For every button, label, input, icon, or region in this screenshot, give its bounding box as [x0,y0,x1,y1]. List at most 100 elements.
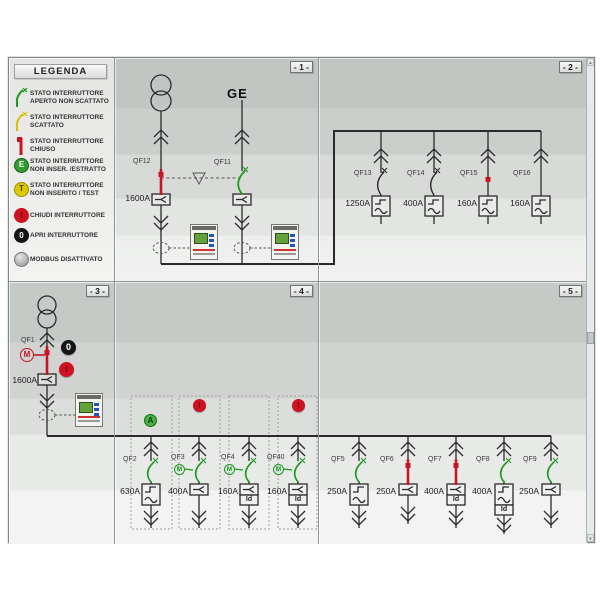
breaker-rating: 400A [403,198,423,208]
panel3-oneline-diagram [34,295,114,437]
legend-text: APRI INTERRUTTORE [30,231,99,239]
power-meter[interactable] [75,393,103,427]
auto-mode-badge[interactable]: A [144,414,157,427]
breaker-label: QF4 [221,454,235,461]
legend-title: LEGENDA [14,64,107,79]
breaker-rating: 160A [218,486,238,496]
closed-breaker-icons [405,459,459,485]
qf14-open-icon [429,167,441,196]
id-relay-label: Id [245,496,253,503]
panel-3-tab[interactable]: - 3 - [85,285,109,297]
qf13-breaker[interactable] [373,170,389,196]
qf1-closed-icon [34,346,50,375]
scrollbar-down-button[interactable]: ▼ [587,534,594,542]
vertical-scrollbar[interactable]: ▲ ▼ [586,58,594,542]
modbus-disabled-icon [14,252,29,267]
test-badge-icon: T [14,182,29,197]
breaker-label: QF40 [267,454,285,461]
scrollbar-thumb[interactable] [587,332,594,344]
qf5-breaker[interactable] [351,458,367,484]
legend-text: STATO INTERRUTTORE [30,114,104,121]
qf1-breaker[interactable] [39,344,55,370]
transformer-icon [37,295,57,329]
power-meter[interactable] [271,224,299,260]
motor-operator-icon: M [20,348,34,362]
breaker-rating: 400A [168,486,188,496]
qf40-breaker[interactable] [290,458,306,484]
legend-text: STATO INTERRUTTORE [30,138,104,145]
power-meter[interactable] [190,224,218,260]
ct-and-interlock [152,172,271,254]
breaker-rating: 1250A [345,198,370,208]
close-breaker-button[interactable]: I [193,399,206,412]
breaker-rating: 1600A [12,375,37,385]
panel-2-tab[interactable]: - 2 - [558,61,582,73]
qf11-breaker[interactable] [234,168,250,194]
panel-5-lv-feeders: - 5 - QF5 QF6 QF7 QF8 QF9 250A 250A 400A… [319,282,587,544]
legend-text: STATO INTERRUTTORE [30,90,104,97]
motor-operator-icon: M [224,464,235,475]
meter-lcd [194,233,208,244]
close-breaker-icon: I [14,208,29,223]
breaker-label: QF8 [476,456,490,463]
motor-operator-icon: M [273,464,284,475]
panel1-oneline-diagram [150,74,318,265]
qf8-breaker[interactable] [496,458,512,484]
breaker-label: QF5 [331,456,345,463]
panel5-oneline-diagram [319,435,561,534]
feeder-lines [151,100,318,265]
id-relay-label: Id [294,496,302,503]
close-breaker-button[interactable]: I [292,399,305,412]
qf14-breaker[interactable] [426,170,442,196]
breaker-rating: 400A [472,486,492,496]
qf4-breaker[interactable] [241,458,257,484]
open-breaker-icon: 0 [14,228,29,243]
open-breaker-button[interactable]: 0 [61,340,76,355]
panel-5-tab[interactable]: - 5 - [558,285,582,297]
close-breaker-button[interactable]: I [59,362,74,377]
open-breaker-icons [146,457,306,483]
breaker-label: QF2 [123,456,137,463]
qf12-breaker[interactable] [153,168,169,194]
panel-1-tab[interactable]: - 1 - [289,61,313,73]
legend-item: MODBUS DISATTIVATO [13,252,102,267]
qf6-breaker[interactable] [400,458,416,484]
qf11-open-icon [237,166,249,195]
scrollbar-up-button[interactable]: ▲ [587,58,594,66]
qf2-breaker[interactable] [143,458,159,484]
qf12-closed-icon [158,169,164,195]
transformer-icon [150,74,172,112]
extracted-badge-icon: E [14,158,29,173]
motor-operator-icon: M [174,464,185,475]
qf16-breaker[interactable] [533,170,549,196]
breaker-label: QF11 [214,159,231,166]
breaker-label: QF6 [380,456,394,463]
feeder-group-outline [130,395,318,530]
legend-item: 0 APRI INTERRUTTORE [13,228,98,243]
qf15-breaker[interactable] [480,170,496,196]
panel-1-incomers: - 1 - GE QF12 QF11 1600A [115,58,319,282]
legend-text: CHIUDI INTERRUTTORE [30,211,105,219]
qf9-breaker[interactable] [543,458,559,484]
generator-label: GE [227,86,248,101]
breaker-rating: 250A [376,486,396,496]
open-breaker-icons [354,457,559,483]
qf7-breaker[interactable] [448,458,464,484]
panel-4-tab[interactable]: - 4 - [289,285,313,297]
breaker-rating: 400A [424,486,444,496]
breaker-label: QF12 [133,158,151,165]
panel-3-main-incomer: - 3 - QF1 M 0 I 1600A [9,282,115,544]
feeder-lines [319,435,561,534]
legend-text: STATO INTERRUTTORE [30,182,104,189]
qf3-breaker[interactable] [191,458,207,484]
breaker-closed-red-icon [13,134,30,157]
id-relay-label: Id [452,496,460,503]
panel2-oneline-diagram [319,130,551,265]
legend-item: I CHIUDI INTERRUTTORE [13,208,105,223]
id-relay-label: Id [500,506,508,513]
